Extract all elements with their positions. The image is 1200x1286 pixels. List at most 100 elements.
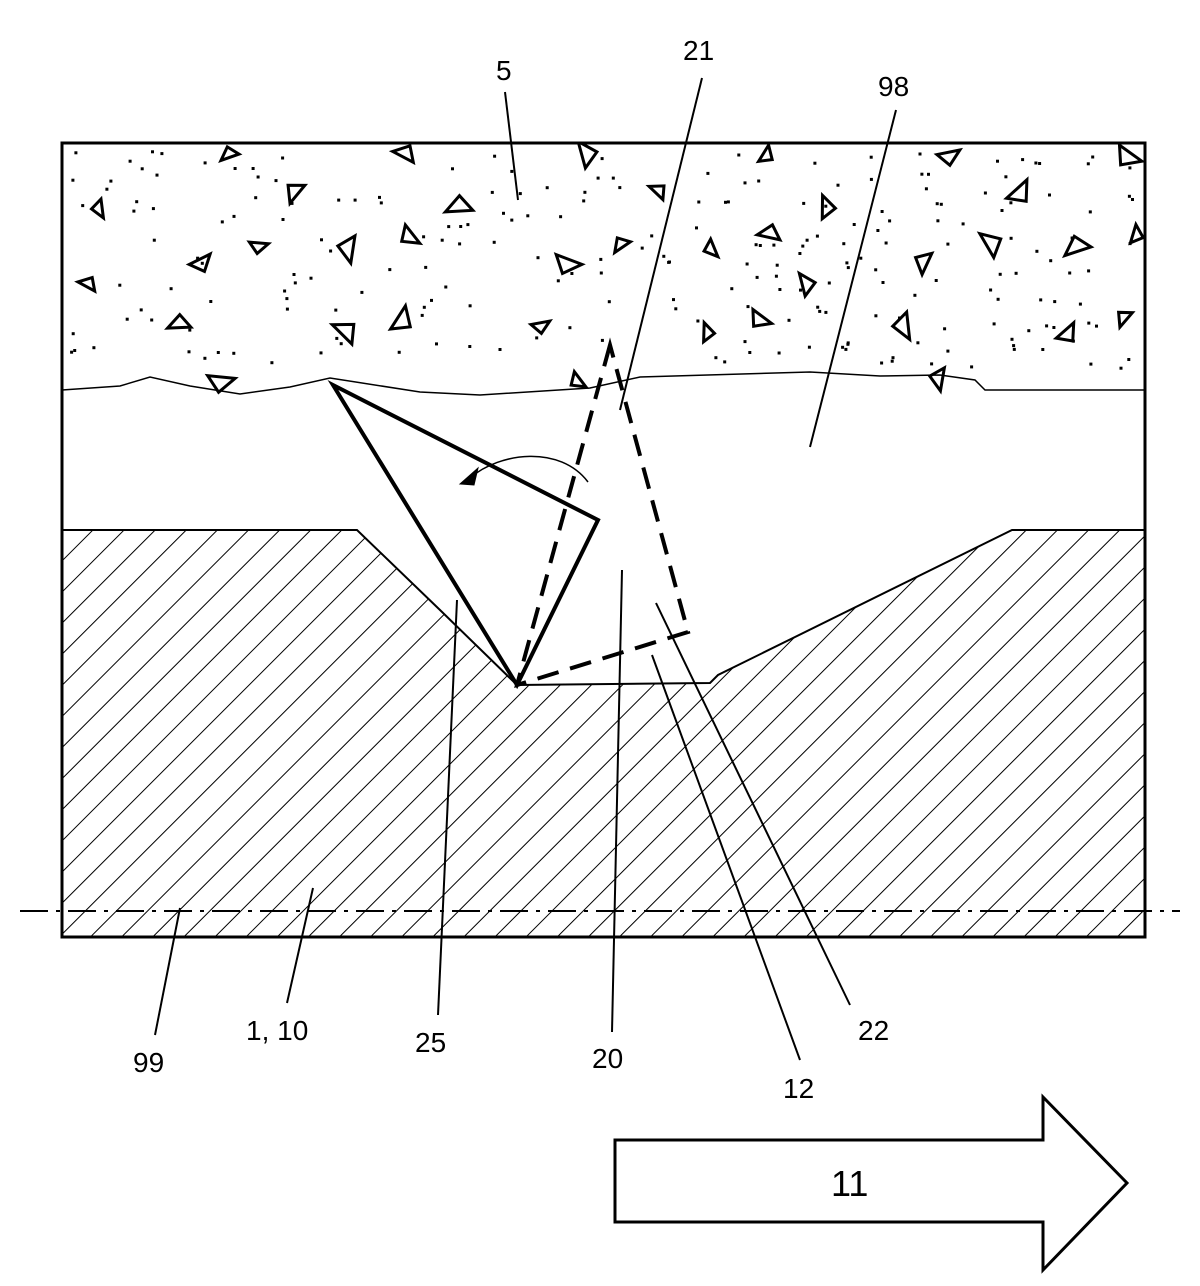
- granular-speck: [802, 201, 806, 205]
- leader-22: [655, 602, 851, 1006]
- granular-triangle: [527, 318, 553, 336]
- granular-speck: [128, 159, 132, 163]
- granular-speck: [787, 318, 791, 322]
- hatched-body-1-10: [61, 529, 1146, 938]
- granular-speck: [132, 209, 136, 213]
- granular-triangle: [246, 240, 273, 256]
- granular-speck: [493, 154, 497, 158]
- granular-layer-5: [62, 143, 1145, 396]
- granular-speck: [458, 242, 462, 246]
- granular-triangle: [569, 368, 590, 389]
- granular-speck: [135, 200, 139, 204]
- solid-tool-fill: [333, 385, 598, 685]
- granular-speck: [746, 305, 750, 309]
- granular-speck: [459, 225, 463, 228]
- granular-speck: [281, 156, 285, 160]
- granular-speck: [1087, 321, 1091, 325]
- granular-speck: [125, 317, 129, 321]
- granular-speck: [430, 298, 433, 302]
- granular-speck: [559, 215, 563, 219]
- granular-speck: [490, 190, 494, 194]
- granular-speck: [360, 290, 364, 294]
- granular-triangle: [185, 251, 213, 274]
- granular-speck: [946, 242, 950, 246]
- granular-speck: [1088, 210, 1092, 214]
- granular-speck: [1009, 201, 1013, 205]
- granular-speck: [444, 285, 448, 289]
- label-12: 12: [783, 1073, 814, 1104]
- granular-speck: [388, 268, 392, 272]
- granular-speck: [874, 314, 878, 318]
- granular-speck: [339, 342, 343, 346]
- granular-speck: [640, 246, 644, 250]
- granular-speck: [777, 351, 781, 355]
- granular-speck: [447, 225, 451, 229]
- granular-speck: [150, 318, 154, 322]
- granular-speck: [815, 234, 819, 238]
- granular-triangle: [1128, 220, 1145, 246]
- granular-speck: [672, 298, 675, 302]
- granular-speck: [818, 309, 822, 313]
- granular-speck: [1131, 198, 1134, 201]
- granular-speck: [936, 219, 940, 223]
- granular-speck: [880, 210, 884, 213]
- granular-speck: [196, 256, 200, 260]
- granular-speck: [943, 327, 947, 331]
- granular-speck: [845, 261, 849, 265]
- granular-speck: [335, 336, 339, 340]
- granular-speck: [918, 152, 922, 156]
- granular-speck: [518, 192, 522, 196]
- granular-speck: [1014, 271, 1018, 275]
- granular-speck: [881, 281, 885, 284]
- granular-speck: [71, 332, 75, 336]
- granular-speck: [1086, 162, 1090, 166]
- granular-speck: [939, 202, 943, 206]
- granular-speck: [600, 338, 604, 342]
- granular-speck: [998, 272, 1002, 276]
- granular-speck: [920, 172, 924, 176]
- granular-speck: [989, 288, 993, 292]
- granular-speck: [169, 287, 173, 291]
- granular-triangle: [751, 306, 776, 329]
- granular-speck: [723, 360, 727, 364]
- granular-speck: [492, 240, 496, 244]
- granular-speck: [160, 152, 164, 156]
- granular-speck: [724, 200, 727, 204]
- granular-speck: [353, 198, 357, 202]
- granular-speck: [930, 362, 934, 366]
- granular-speck: [285, 297, 289, 301]
- granular-speck: [281, 218, 285, 221]
- granular-speck: [140, 167, 144, 171]
- granular-triangle: [335, 233, 357, 267]
- granular-speck: [1119, 366, 1123, 370]
- label-20: 20: [592, 1043, 623, 1074]
- granular-speck: [755, 275, 759, 279]
- granular-speck: [1027, 329, 1031, 333]
- granular-triangle: [1052, 319, 1076, 343]
- granular-speck: [337, 198, 341, 202]
- granular-speck: [1128, 166, 1132, 170]
- granular-speck: [220, 220, 224, 224]
- granular-speck: [836, 183, 840, 187]
- granular-speck: [869, 155, 873, 159]
- granular-speck: [813, 161, 817, 165]
- granular-speck: [695, 226, 698, 230]
- granular-speck: [890, 359, 894, 363]
- granular-speck: [696, 319, 700, 323]
- tool-dashed-outline: [514, 337, 691, 688]
- granular-speck: [397, 350, 401, 354]
- granular-speck: [600, 157, 604, 161]
- granular-triangle: [701, 235, 721, 260]
- granular-speck: [216, 351, 220, 354]
- granular-speck: [285, 307, 289, 311]
- granular-speck: [992, 322, 996, 326]
- granular-speck: [869, 177, 873, 181]
- granular-speck: [209, 300, 213, 303]
- granular-speck: [152, 238, 156, 242]
- granular-speck: [535, 336, 539, 340]
- granular-speck: [233, 167, 237, 170]
- granular-speck: [251, 167, 255, 170]
- rotation-arrow: [469, 455, 589, 483]
- granular-speck: [824, 310, 828, 314]
- granular-triangle: [797, 270, 818, 300]
